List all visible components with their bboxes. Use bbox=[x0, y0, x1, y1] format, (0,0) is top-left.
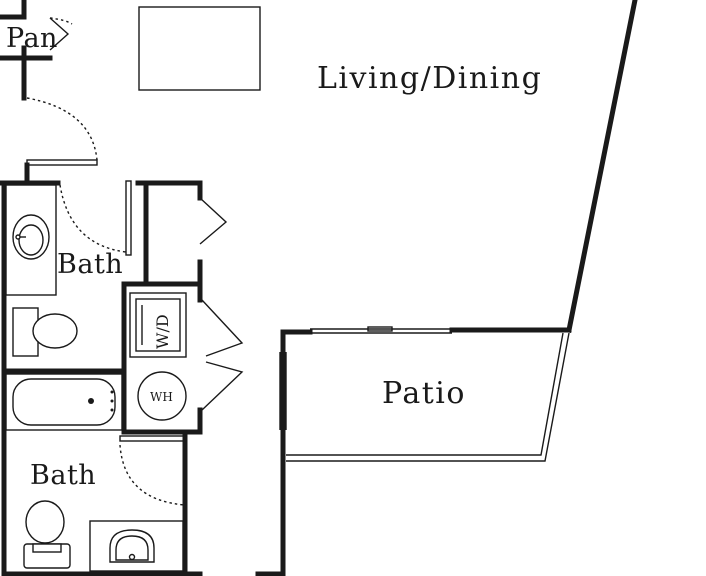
fixture-label-washer-dryer: W/D bbox=[153, 314, 172, 349]
fixture-label-water-heater: WH bbox=[150, 390, 173, 404]
room-label-pantry: Pan bbox=[6, 23, 58, 54]
water-heater bbox=[137, 371, 187, 421]
fixtures bbox=[5, 6, 261, 572]
upper-bath-sink bbox=[5, 184, 57, 296]
room-label-living-dining: Living/Dining bbox=[317, 61, 542, 96]
washer-dryer bbox=[129, 292, 187, 358]
kitchen-island bbox=[138, 6, 261, 91]
room-label-patio: Patio bbox=[382, 376, 466, 411]
upper-bath-toilet bbox=[12, 307, 78, 357]
lower-bath-sink bbox=[89, 520, 184, 572]
room-label-bath-upper: Bath bbox=[57, 249, 123, 280]
door-swings bbox=[26, 17, 244, 506]
lower-bath-toilet bbox=[23, 500, 71, 569]
walls bbox=[0, 0, 638, 576]
room-label-bath-lower: Bath bbox=[30, 460, 96, 491]
bathtub bbox=[5, 373, 123, 431]
thin-lines bbox=[26, 159, 570, 462]
labels: Living/Dining Patio Bath Bath Pan W/D WH bbox=[6, 23, 542, 491]
